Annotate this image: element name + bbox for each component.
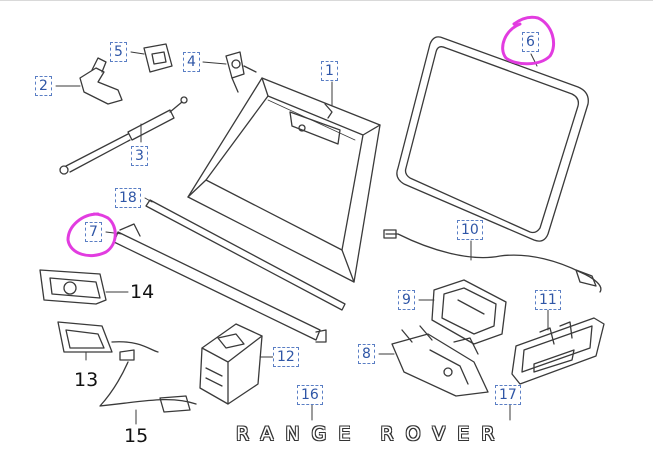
- callout-10[interactable]: 10: [457, 220, 483, 240]
- part-9-latch-cover[interactable]: [431, 279, 507, 345]
- part-2-hinge[interactable]: [79, 57, 123, 105]
- callout-7[interactable]: 7: [85, 222, 102, 242]
- range-rover-badge[interactable]: RANGE ROVER: [236, 423, 507, 445]
- callout-18[interactable]: 18: [115, 188, 141, 208]
- part-10-cable[interactable]: [383, 229, 602, 293]
- callout-3[interactable]: 3: [131, 146, 148, 166]
- part-1-tailgate-frame[interactable]: [187, 77, 381, 283]
- callout-5[interactable]: 5: [110, 42, 127, 62]
- callout-9[interactable]: 9: [398, 290, 415, 310]
- callout-12[interactable]: 12: [273, 347, 299, 367]
- part-18-strip[interactable]: [145, 199, 346, 311]
- callout-6[interactable]: 6: [522, 32, 539, 52]
- part-4-fastener[interactable]: [225, 51, 257, 93]
- part-8-latch[interactable]: [391, 325, 489, 397]
- callout-8[interactable]: 8: [358, 344, 375, 364]
- highlight-circle-6: [501, 15, 555, 66]
- callout-17[interactable]: 17: [495, 385, 521, 405]
- part-14-switch[interactable]: [39, 269, 107, 305]
- leader-lines: [55, 51, 549, 425]
- part-13-camera[interactable]: [57, 321, 113, 353]
- part-15-harness[interactable]: [99, 341, 197, 413]
- highlight-circle-7: [66, 212, 117, 257]
- part-11-handle[interactable]: [511, 317, 605, 385]
- top-divider: [0, 0, 653, 1]
- callout-11[interactable]: 11: [535, 290, 561, 310]
- callout-16[interactable]: 16: [297, 385, 323, 405]
- callout-1[interactable]: 1: [321, 61, 338, 81]
- label-14[interactable]: 14: [130, 281, 155, 303]
- part-3-gas-strut[interactable]: [59, 96, 188, 175]
- part-5-clip[interactable]: [143, 43, 173, 73]
- label-15[interactable]: 15: [124, 425, 149, 447]
- callout-4[interactable]: 4: [183, 52, 200, 72]
- part-12-control-unit[interactable]: [199, 323, 263, 405]
- part-6-tailgate-seal[interactable]: [396, 36, 589, 242]
- callout-2[interactable]: 2: [35, 76, 52, 96]
- label-13[interactable]: 13: [74, 369, 99, 391]
